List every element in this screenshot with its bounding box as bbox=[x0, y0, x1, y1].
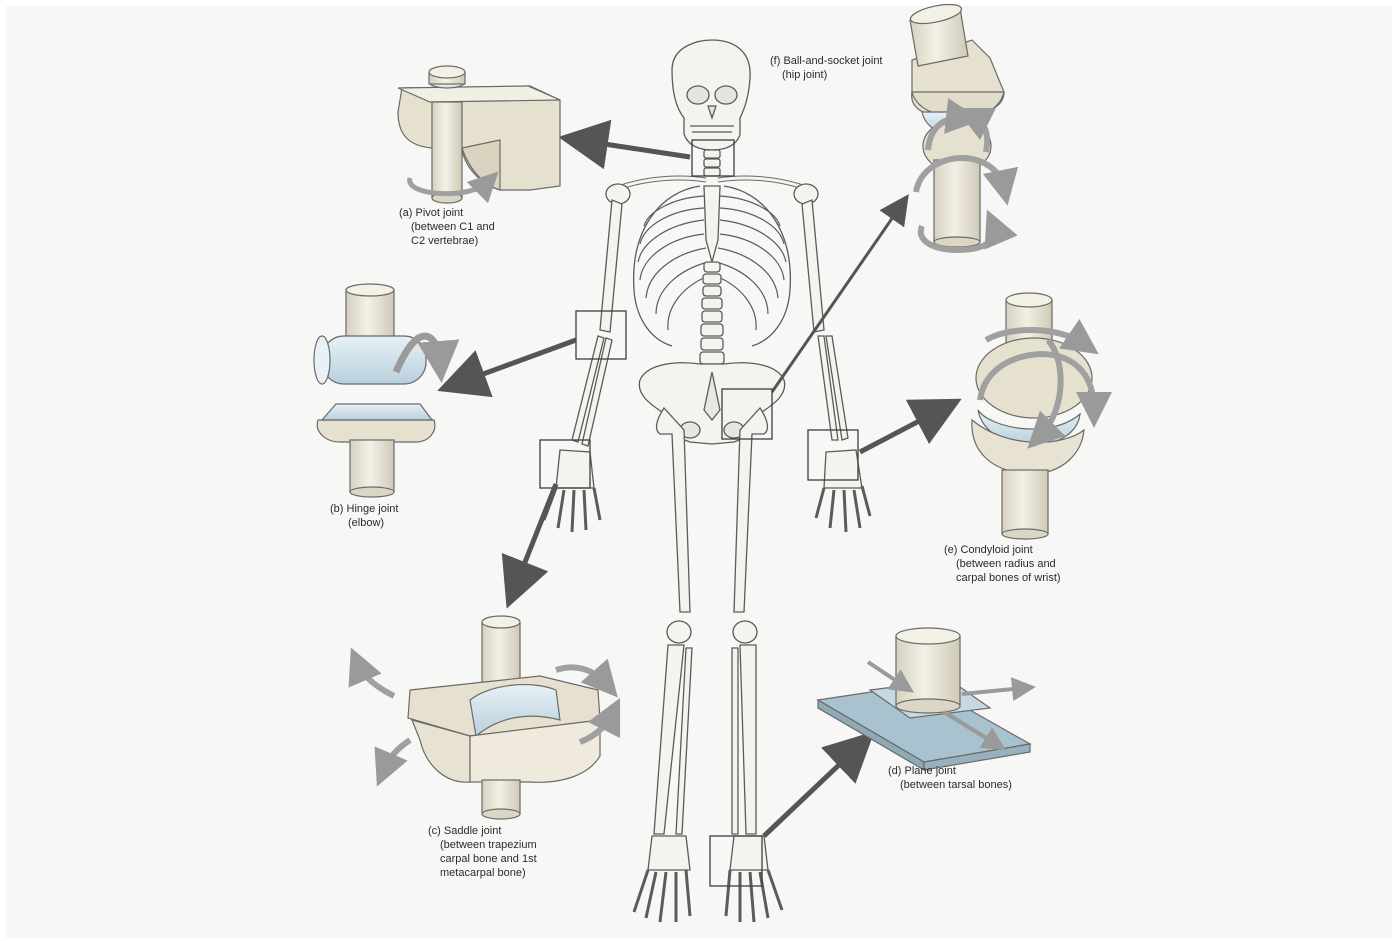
plane-joint-caption: (d) Plane joint (between tarsal bones) bbox=[888, 764, 1012, 792]
pivot-caption-detail-1: (between C1 and bbox=[399, 220, 495, 234]
saddle-joint-caption: (c) Saddle joint (between trapezium carp… bbox=[428, 824, 537, 880]
ball-and-socket-joint-illustration bbox=[909, 1, 1004, 250]
cervical-spine bbox=[704, 150, 720, 176]
condyloid-caption-detail-1: (between radius and bbox=[944, 557, 1061, 571]
hinge-joint-caption: (b) Hinge joint (elbow) bbox=[330, 502, 398, 530]
left-foot bbox=[634, 836, 690, 922]
pivot-caption-title: (a) Pivot joint bbox=[399, 206, 495, 220]
arrow-to-plane bbox=[764, 745, 860, 836]
skeleton bbox=[544, 40, 870, 922]
pivot-joint-illustration bbox=[398, 66, 560, 203]
ball-and-socket-joint-caption: (f) Ball-and-socket joint (hip joint) bbox=[770, 54, 883, 82]
plane-joint-illustration bbox=[818, 628, 1030, 770]
saddle-caption-detail-3: metacarpal bone) bbox=[428, 866, 537, 880]
ball-caption-title: (f) Ball-and-socket joint bbox=[770, 54, 883, 68]
right-hand bbox=[816, 450, 870, 532]
skull bbox=[672, 40, 750, 150]
condyloid-joint-illustration bbox=[972, 293, 1094, 539]
arrow-to-pivot bbox=[578, 140, 690, 157]
right-foot bbox=[726, 836, 782, 922]
saddle-caption-detail-2: carpal bone and 1st bbox=[428, 852, 537, 866]
saddle-caption-title: (c) Saddle joint bbox=[428, 824, 537, 838]
plane-caption-detail: (between tarsal bones) bbox=[888, 778, 1012, 792]
condyloid-joint-caption: (e) Condyloid joint (between radius and … bbox=[944, 543, 1061, 585]
arrow-to-hinge bbox=[456, 340, 576, 384]
pivot-joint-caption: (a) Pivot joint (between C1 and C2 verte… bbox=[399, 206, 495, 248]
hinge-caption-detail: (elbow) bbox=[330, 516, 398, 530]
condyloid-caption-detail-2: carpal bones of wrist) bbox=[944, 571, 1061, 585]
pivot-caption-detail-2: C2 vertebrae) bbox=[399, 234, 495, 248]
condyloid-caption-title: (e) Condyloid joint bbox=[944, 543, 1061, 557]
saddle-caption-detail-1: (between trapezium bbox=[428, 838, 537, 852]
hinge-joint-illustration bbox=[314, 284, 440, 497]
arrow-to-condyloid bbox=[860, 408, 944, 452]
ball-caption-detail: (hip joint) bbox=[770, 68, 883, 82]
hinge-caption-title: (b) Hinge joint bbox=[330, 502, 398, 516]
arrow-to-saddle bbox=[514, 484, 556, 590]
spine bbox=[700, 262, 724, 364]
saddle-joint-illustration bbox=[358, 616, 612, 819]
plane-caption-title: (d) Plane joint bbox=[888, 764, 1012, 778]
